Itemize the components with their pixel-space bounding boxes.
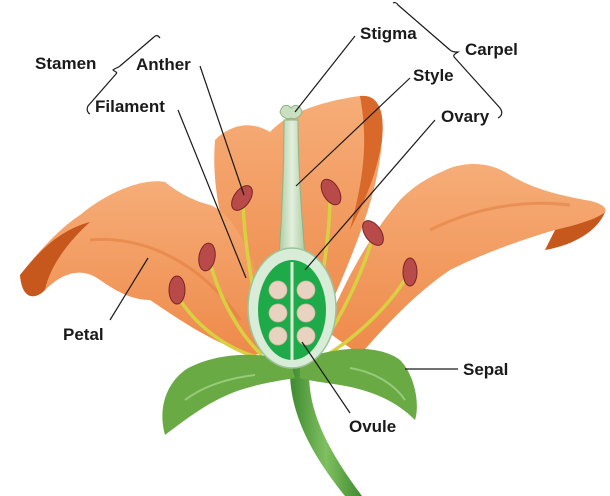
- leader-filament: [177, 109, 247, 279]
- label-petal: Petal: [63, 325, 104, 344]
- stamen-bracket: [86, 35, 161, 115]
- label-anther: Anther: [136, 55, 191, 74]
- sepal-left: [162, 354, 295, 435]
- leader-ovule: [301, 341, 351, 414]
- label-stigma: Stigma: [360, 24, 417, 43]
- label-carpel: Carpel: [465, 40, 518, 59]
- anthers: [168, 178, 418, 305]
- carpel-bracket: [392, 2, 503, 119]
- ovules: [268, 280, 316, 346]
- sepal-right: [300, 348, 417, 420]
- leader-style: [295, 77, 411, 187]
- label-style: Style: [413, 66, 454, 85]
- label-sepal: Sepal: [463, 360, 509, 379]
- label-ovule: Ovule: [349, 417, 397, 436]
- leader-stigma: [294, 35, 356, 113]
- leader-petal: [109, 257, 149, 321]
- leader-anther: [199, 65, 245, 196]
- label-filament: Filament: [95, 97, 165, 116]
- label-ovary: Ovary: [441, 107, 490, 126]
- label-stamen: Stamen: [35, 54, 97, 73]
- leader-ovary: [304, 119, 436, 271]
- stem: [289, 360, 362, 496]
- petal-right: [325, 164, 606, 355]
- stigma: [279, 104, 303, 120]
